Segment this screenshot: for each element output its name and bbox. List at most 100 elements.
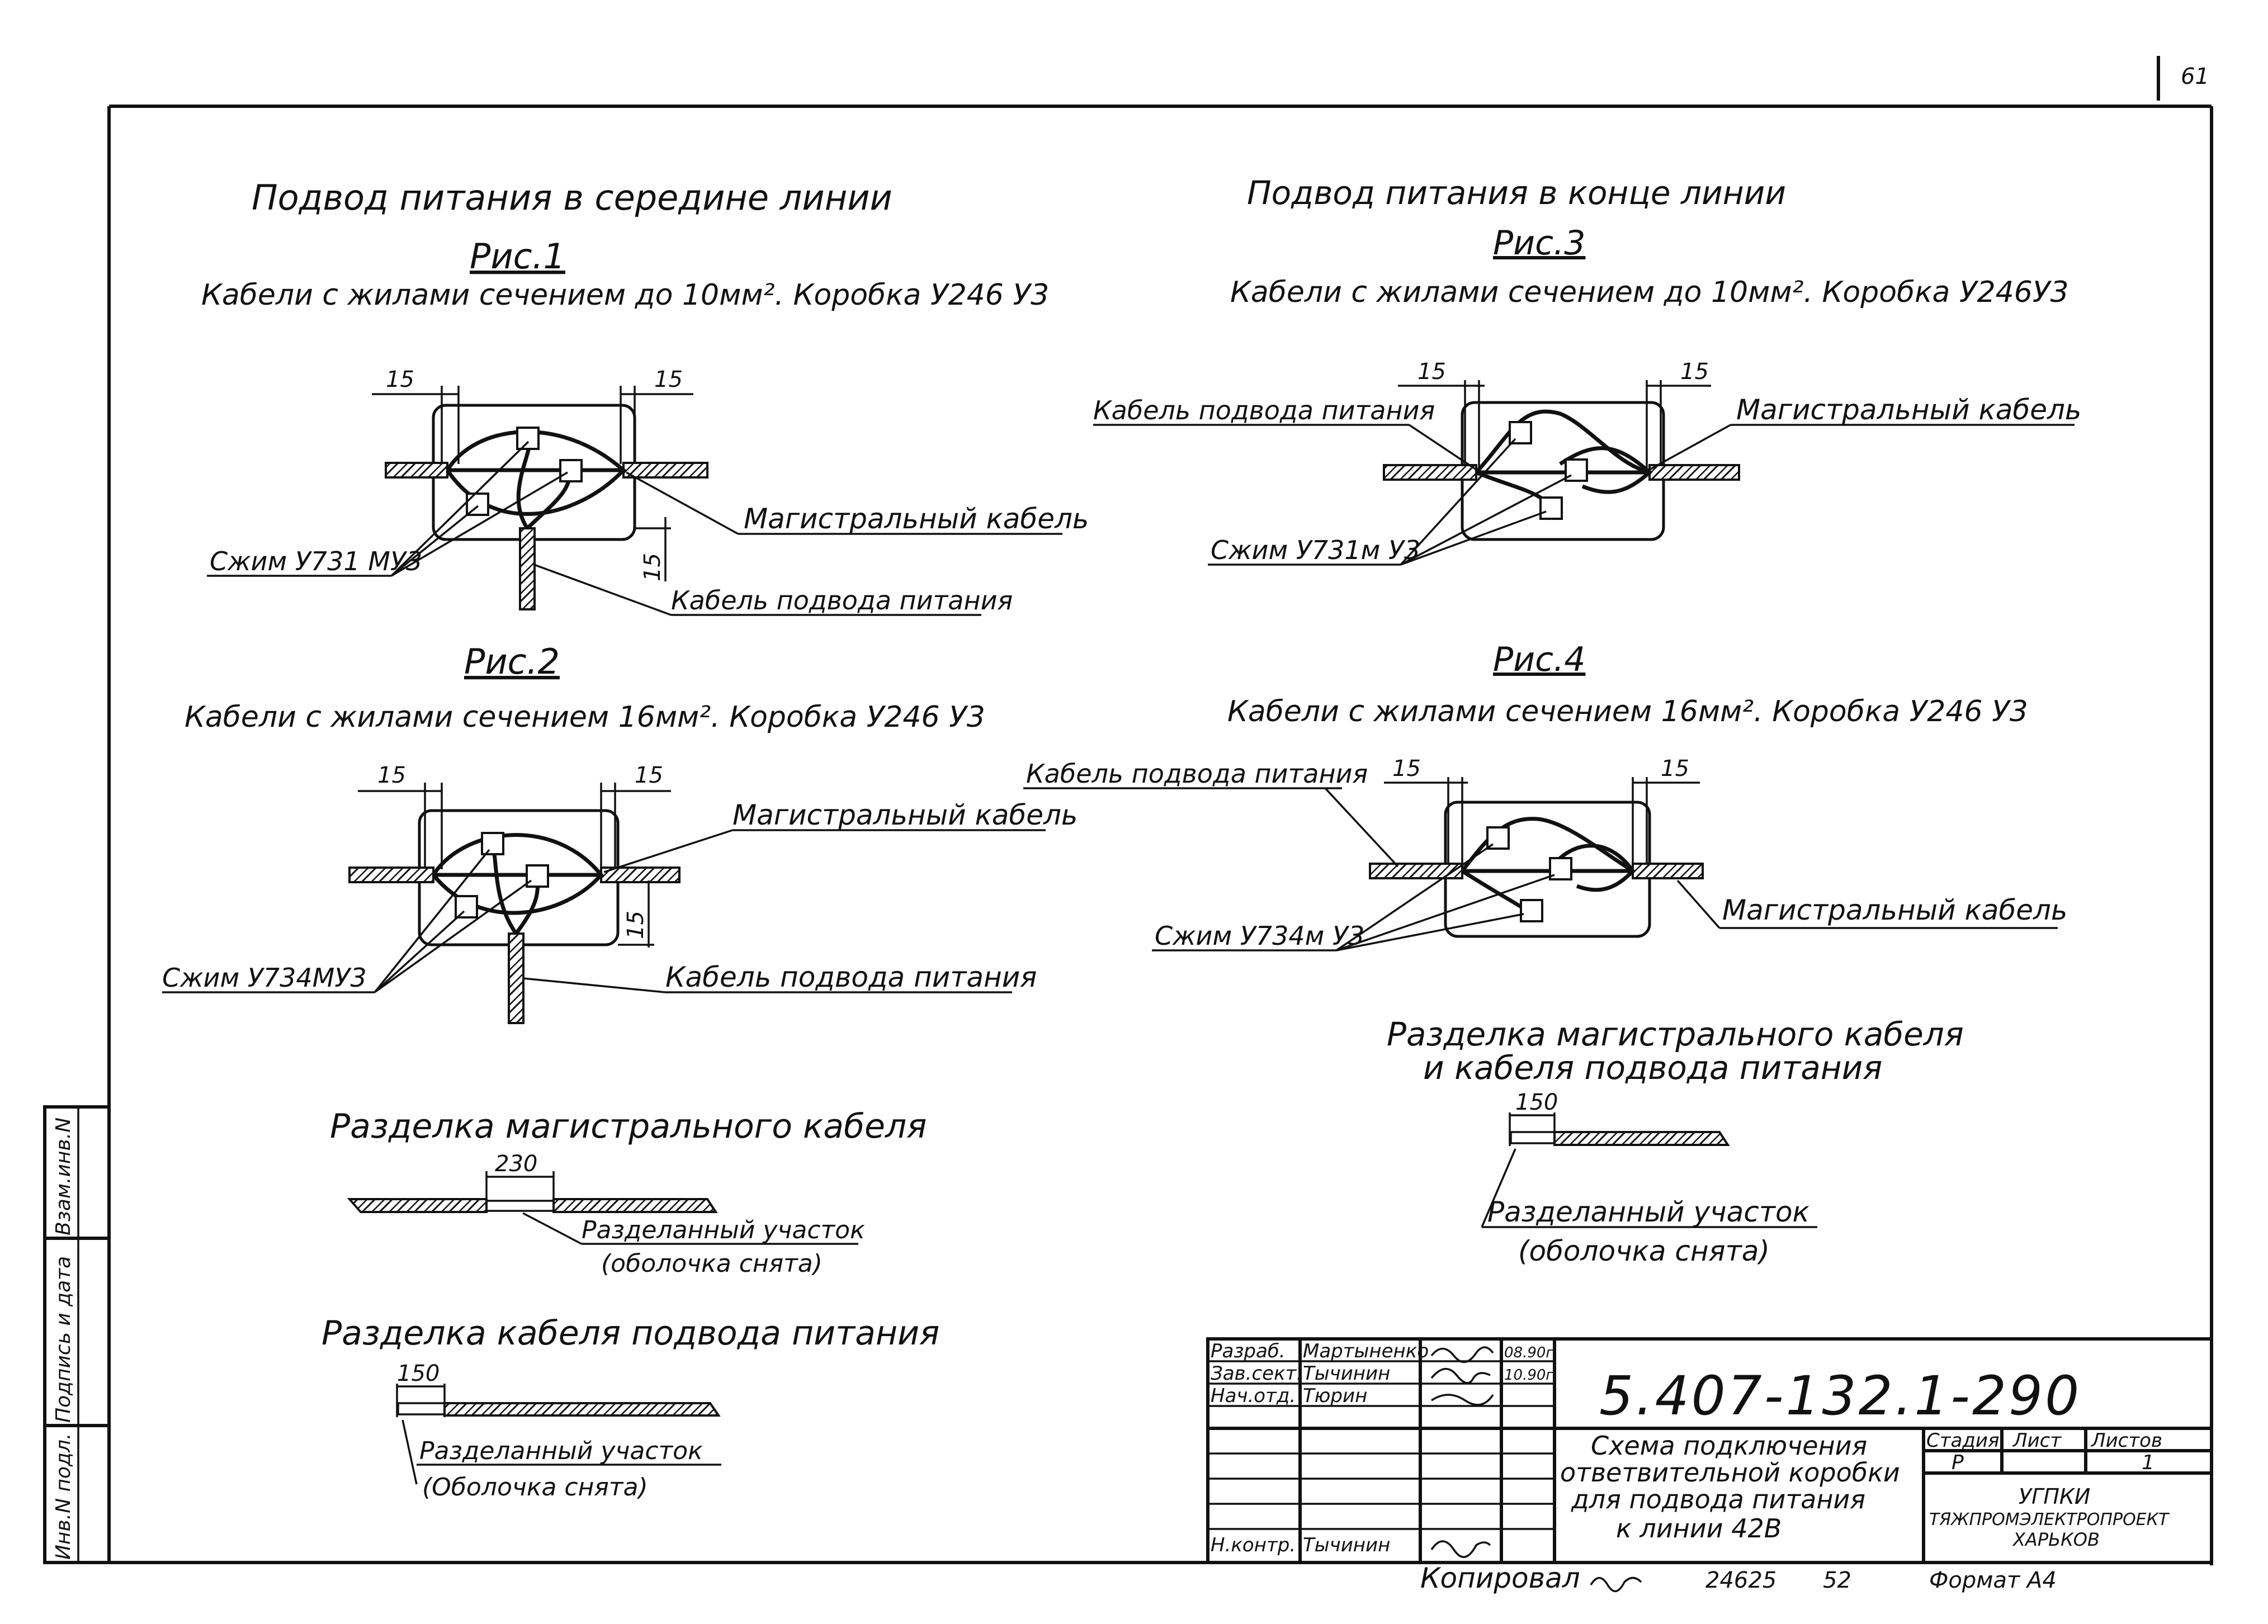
- stamp-inv-podl: Инв.N подл.: [52, 1433, 75, 1560]
- tb-col-stage: Стадия: [1926, 1429, 1999, 1452]
- strip-right: Разделка магистрального кабеля и кабеля …: [1387, 1015, 1964, 1267]
- tb-org-3: ХАРЬКОВ: [2012, 1529, 2100, 1550]
- tb-desc-1: Схема подключения: [1591, 1431, 1867, 1461]
- fig1-dim-vertical: 15: [640, 553, 665, 581]
- fig2-dim-right: 15: [635, 763, 663, 788]
- strip-main-title: Разделка магистрального кабеля: [330, 1107, 927, 1146]
- strip-main-label-2: (оболочка снята): [601, 1249, 823, 1278]
- fig2-dim-vertical: 15: [623, 911, 649, 939]
- strip-main-dim: 230: [495, 1151, 537, 1177]
- tb-val-stage: Р: [1952, 1451, 1964, 1474]
- tb-role-1: Зав.сект.: [1211, 1362, 1302, 1385]
- fig2-clamp-1: [481, 832, 504, 855]
- tb-name-2: Тюрин: [1303, 1385, 1367, 1407]
- fig4-label-main: Магистральный кабель: [1722, 894, 2067, 926]
- fig3-dim-right: 15: [1680, 359, 1709, 385]
- signature-1: [1430, 1346, 1494, 1363]
- tb-name-1: Тычинин: [1303, 1362, 1390, 1385]
- fig2-caption: Кабели с жилами сечением 16мм². Коробка …: [185, 700, 985, 734]
- tb-role-3: Н.контр.: [1211, 1534, 1296, 1556]
- stamp-podpis-data: Подпись и дата: [52, 1256, 75, 1423]
- signature-4: [1430, 1540, 1491, 1558]
- fig2-label-feed: Кабель подвода питания: [665, 961, 1037, 993]
- tb-val-sheets: 1: [2142, 1451, 2154, 1474]
- fig3-title: Рис.3: [1493, 224, 1585, 263]
- figure-1: Рис.1 Кабели с жилами сечением до 10мм².…: [201, 236, 1089, 616]
- tb-org-1: УГПКИ: [2019, 1484, 2090, 1509]
- tb-name-3: Тычинин: [1303, 1534, 1390, 1556]
- fig2-clamp-3: [455, 895, 478, 918]
- strip-right-dim: 150: [1515, 1090, 1558, 1115]
- fig4-dim-right: 15: [1661, 756, 1689, 782]
- fig4-main-cable: [1632, 863, 1704, 879]
- footer: Копировал 24625 52 Формат А4: [1420, 1562, 2057, 1594]
- fig1-label-clamp: Сжим У731 МУ3: [210, 546, 422, 576]
- fig1-title: Рис.1: [470, 236, 565, 277]
- figure-2: Рис.2 Кабели с жилами сечением 16мм². Ко…: [162, 641, 1078, 1024]
- fig3-label-feed: Кабель подвода питания: [1093, 395, 1435, 425]
- fig4-feed-cable: [1369, 863, 1463, 879]
- fig2-label-main: Магистральный кабель: [733, 799, 1078, 831]
- strip-right-label-2: (оболочка снята): [1518, 1235, 1770, 1267]
- strip-feed-dim: 150: [397, 1361, 440, 1386]
- fig1-clamp-2: [559, 459, 583, 482]
- strip-feed-cable: Разделка кабеля подвода питания 150 Разд…: [322, 1314, 939, 1502]
- tb-desc-2: ответвительной коробки: [1560, 1457, 1900, 1488]
- tb-role-0: Разраб.: [1211, 1340, 1286, 1362]
- stamp-vzam-inv: Взам.инв.N: [52, 1118, 75, 1235]
- fig2-dim-left: 15: [377, 763, 406, 788]
- strip-right-label-1: Разделанный участок: [1487, 1196, 1809, 1228]
- tb-org-2: ТЯЖПРОМЭЛЕКТРОПРОЕКТ: [1929, 1510, 2170, 1530]
- fig3-clamp-2: [1565, 458, 1588, 482]
- fig1-main-cable-right: [622, 462, 708, 479]
- fig1-clamp-1: [516, 427, 540, 450]
- fig2-title: Рис.2: [464, 641, 560, 682]
- tb-desc-3: для подвода питания: [1571, 1484, 1865, 1514]
- fig2-label-clamp: Сжим У734МУ3: [162, 963, 367, 993]
- strip-right-title-1: Разделка магистрального кабеля: [1387, 1015, 1964, 1053]
- strip-feed-title: Разделка кабеля подвода питания: [322, 1314, 939, 1353]
- fig4-caption: Кабели с жилами сечением 16мм². Коробка …: [1227, 695, 2028, 728]
- footer-order: 24625: [1705, 1568, 1776, 1593]
- fig4-clamp-3: [1520, 899, 1543, 922]
- strip-right-title-2: и кабеля подвода питания: [1423, 1049, 1882, 1087]
- footer-copied: Копировал: [1420, 1562, 1580, 1594]
- strip-main-cable: Разделка магистрального кабеля 230 Разде…: [330, 1107, 927, 1278]
- doc-code: 5.407-132.1-290: [1599, 1365, 2081, 1427]
- tb-desc-4: к линии 42В: [1616, 1513, 1782, 1543]
- fig1-label-main: Магистральный кабель: [744, 503, 1089, 535]
- side-stamp: Инв.N подл. Подпись и дата Взам.инв.N: [43, 1105, 111, 1564]
- fig1-dim-right: 15: [654, 367, 683, 392]
- tb-role-2: Нач.отд.: [1211, 1385, 1296, 1407]
- strip-main-label-1: Разделанный участок: [582, 1216, 865, 1244]
- fig3-dim-left: 15: [1418, 359, 1446, 385]
- fig3-clamp-3: [1539, 496, 1563, 520]
- left-heading: Подвод питания в середине линии: [252, 177, 892, 218]
- signature-2: [1430, 1368, 1491, 1384]
- fig1-label-feed: Кабель подвода питания: [671, 585, 1013, 615]
- strip-feed-label-1: Разделанный участок: [419, 1437, 703, 1465]
- fig3-clamp-1: [1509, 421, 1532, 444]
- fig3-feed-cable: [1383, 464, 1477, 481]
- fig2-feed-cable: [508, 932, 525, 1024]
- fig4-dim-left: 15: [1392, 756, 1421, 782]
- footer-format: Формат А4: [1929, 1568, 2057, 1593]
- title-block: Разраб. Мартыненко 08.90г Зав.сект. Тычи…: [1206, 1337, 2213, 1564]
- fig4-label-feed: Кабель подвода питания: [1026, 759, 1368, 789]
- fig2-main-cable-right: [600, 867, 681, 883]
- strip-feed-label-2: (Оболочка снята): [422, 1473, 648, 1502]
- signature-3: [1431, 1394, 1494, 1406]
- figure-3: Рис.3 Кабели с жилами сечением до 10мм².…: [1093, 224, 2081, 566]
- fig3-label-main: Магистральный кабель: [1736, 394, 2081, 426]
- fig1-feed-cable: [519, 527, 536, 610]
- tb-col-sheet: Лист: [2012, 1429, 2062, 1452]
- right-heading: Подвод питания в конце линии: [1247, 174, 1786, 212]
- fig3-caption: Кабели с жилами сечением до 10мм². Короб…: [1230, 276, 2069, 309]
- tb-date-0: 08.90г: [1504, 1344, 1553, 1361]
- fig2-clamp-2: [526, 864, 549, 888]
- tb-col-sheets: Листов: [2090, 1429, 2162, 1452]
- fig1-caption: Кабели с жилами сечением до 10мм². Короб…: [201, 278, 1049, 312]
- fig4-label-clamp: Сжим У734м У3: [1155, 921, 1364, 951]
- fig2-main-cable-left: [348, 867, 434, 883]
